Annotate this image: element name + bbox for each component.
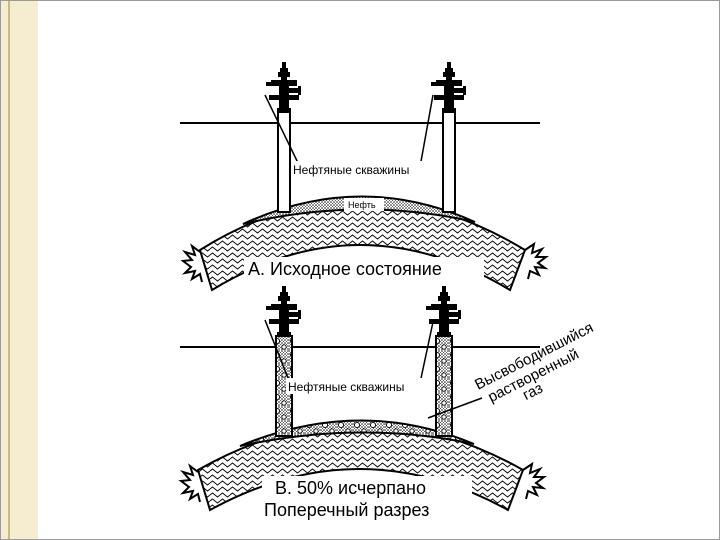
oil-label-bg (344, 198, 384, 211)
pointer-line-left-b (264, 319, 291, 384)
oil-zone (242, 195, 476, 225)
oil-well-left (266, 62, 301, 213)
rock-fringe-left (180, 243, 203, 283)
caption-b-line-1: В. 50% исчерпано (275, 478, 426, 498)
oil-label: Нефть (348, 200, 376, 210)
pointer-line-right-b (419, 321, 434, 384)
pointer-line-right (419, 94, 434, 168)
oil-well-left-b (266, 286, 301, 437)
rock-fringe-right (524, 241, 549, 280)
wells-label-bg (291, 161, 438, 177)
panel-b-half-depleted: Нефтяные скважины Высвободившийся раство… (178, 286, 596, 520)
gas-pointer-line (427, 397, 483, 419)
oil-well-right-b (426, 286, 461, 437)
pointer-line-left (264, 94, 301, 168)
caption-a-bg (244, 257, 484, 281)
rock-fringe-right-b (522, 461, 547, 500)
gas-oil-zone (239, 419, 475, 447)
gas-label: Высвободившийся растворенный газ (472, 319, 596, 406)
oil-well-right (431, 62, 466, 213)
panel-a-initial-state: Нефтяные скважины Нефть А. Исходное сост… (180, 62, 549, 292)
decorative-side-strip (0, 0, 38, 540)
caption-b-line-2: Поперечный разрез (264, 500, 429, 520)
caption-b-bg (262, 476, 472, 520)
wells-label-a: Нефтяные скважины (293, 163, 409, 177)
rock-fringe-left-b (178, 463, 201, 503)
caption-a: А. Исходное состояние (248, 259, 442, 279)
strip-line (8, 0, 10, 540)
wells-label-b-bg (286, 378, 433, 394)
wells-label-b: Нефтяные скважины (288, 380, 404, 394)
